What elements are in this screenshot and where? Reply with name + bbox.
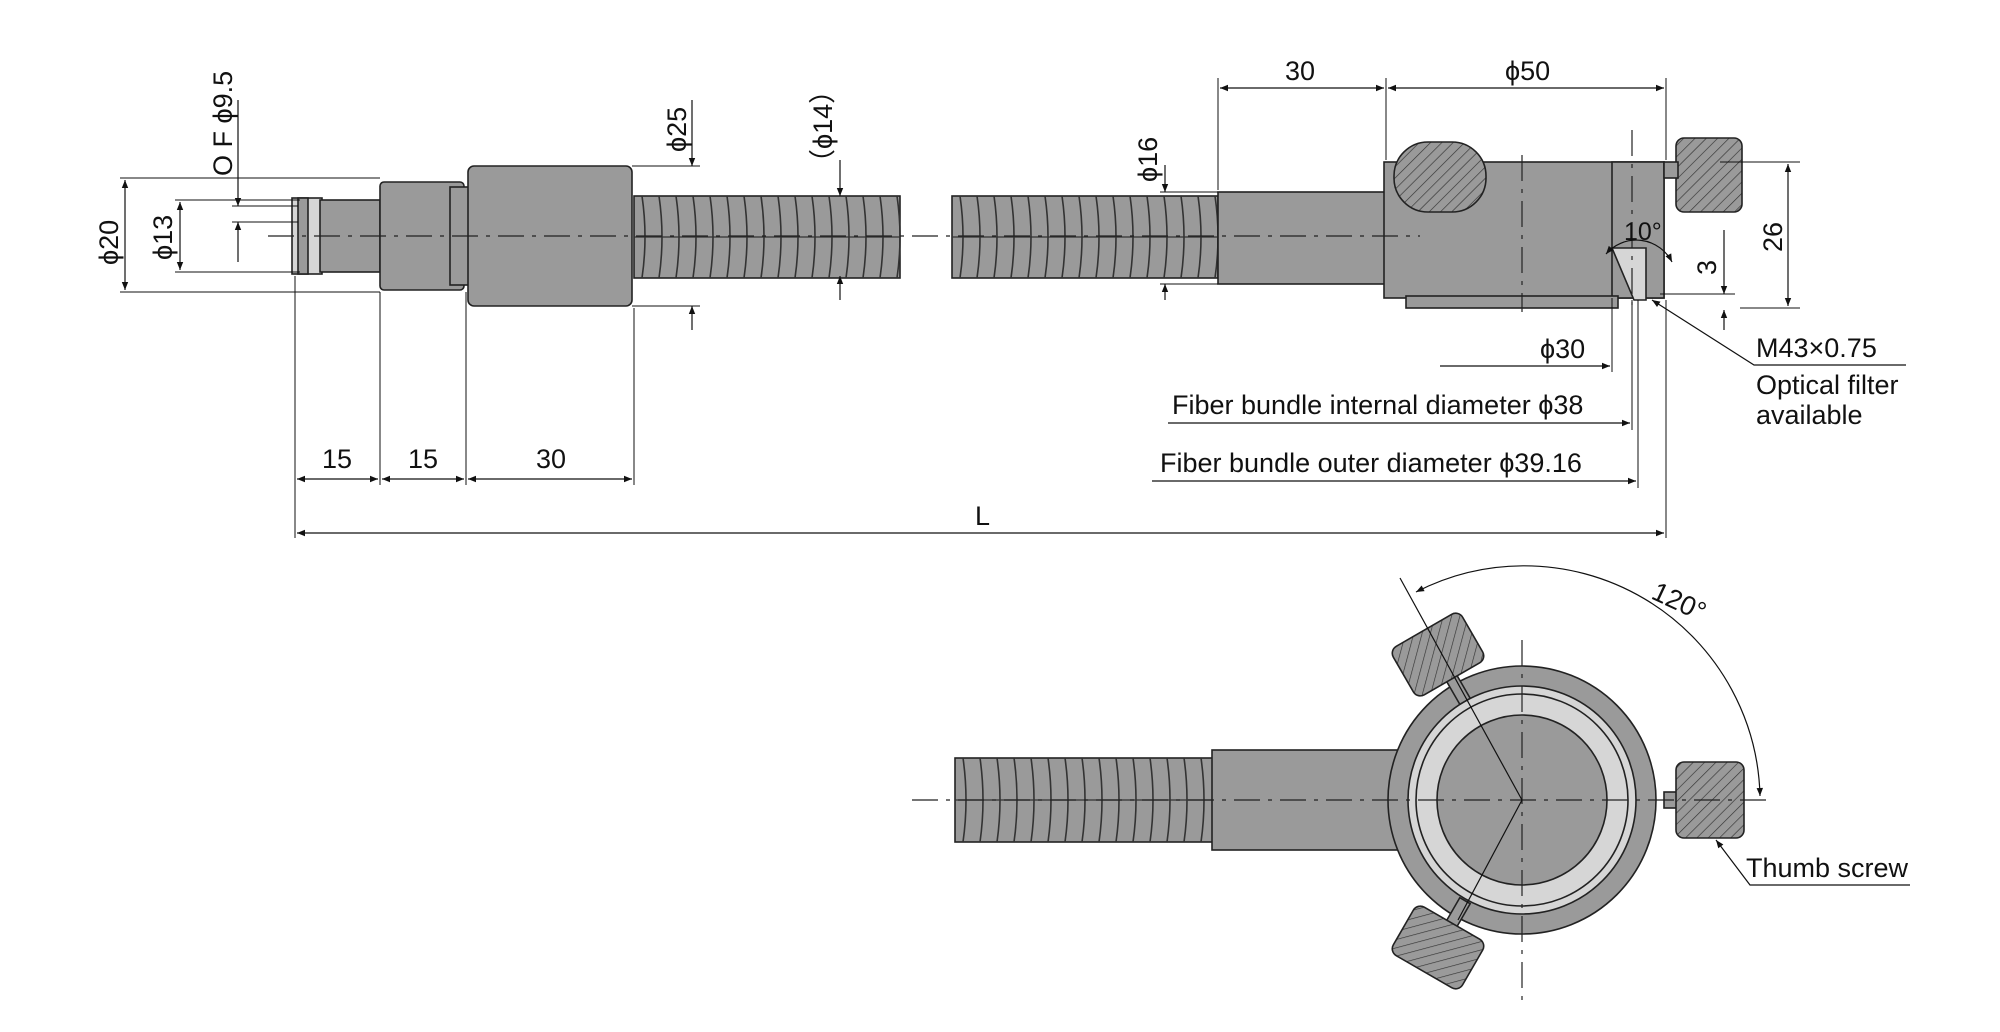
label-thumb-screw: Thumb screw (1746, 853, 1909, 883)
label-len30-top: 30 (1285, 56, 1315, 86)
label-fiber-inner: Fiber bundle internal diameter ϕ38 (1172, 390, 1583, 420)
label-filter-line1: Optical filter (1756, 370, 1899, 400)
side-thumb-screw-knob (1393, 141, 1487, 213)
label-len15-a: 15 (322, 444, 352, 474)
label-d25: ϕ25 (662, 107, 692, 152)
top-view (912, 565, 1910, 1000)
label-d50: ϕ50 (1505, 56, 1550, 86)
label-len15-b: 15 (408, 444, 438, 474)
flexible-tube-top-view (954, 757, 1215, 843)
right-thumb-screw-knob (1675, 137, 1743, 213)
label-len30-bottom: 30 (536, 444, 566, 474)
label-total-length: L (975, 501, 990, 531)
right-thumb-screw-pin (1663, 161, 1679, 179)
ring-light-sleeve (1217, 191, 1387, 285)
side-view (268, 130, 1743, 312)
dimension-lines (120, 78, 1906, 538)
flexible-tube-left (633, 195, 901, 279)
label-angle120: 120° (1647, 576, 1710, 627)
thumb-screw-lower (1391, 896, 1485, 990)
label-d14: （ϕ14） (808, 77, 838, 176)
label-d13: ϕ13 (148, 215, 178, 260)
flexible-tube-right (951, 195, 1219, 279)
label-of-diameter: O F ϕ9.5 (208, 71, 238, 176)
housing-base-plate (1405, 295, 1619, 309)
label-d30: ϕ30 (1540, 334, 1585, 364)
label-d16: ϕ16 (1133, 137, 1163, 182)
label-filter-line2: available (1756, 400, 1863, 430)
label-fiber-outer: Fiber bundle outer diameter ϕ39.16 (1160, 448, 1582, 478)
label-angle10: 10° (1624, 218, 1662, 246)
label-d20: ϕ20 (94, 220, 124, 265)
label-h3: 3 (1692, 260, 1722, 275)
label-thread: M43×0.75 (1756, 333, 1877, 363)
label-h26: 26 (1758, 222, 1788, 252)
